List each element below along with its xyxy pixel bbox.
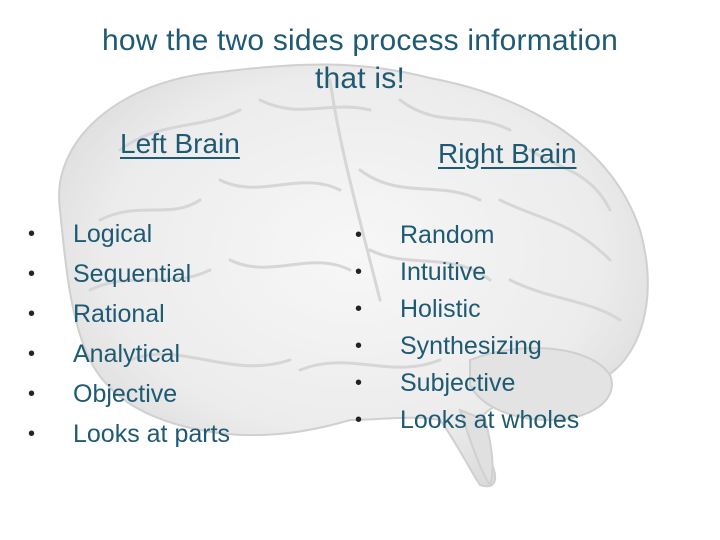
list-item: • Looks at wholes bbox=[355, 402, 580, 439]
bullet-icon: • bbox=[28, 423, 36, 445]
bullet-icon: • bbox=[355, 261, 363, 283]
bullet-icon: • bbox=[28, 383, 36, 405]
list-item: • Holistic bbox=[355, 291, 579, 328]
left-brain-list: •Logical•Sequential•Rational•Analytical•… bbox=[28, 214, 231, 454]
list-item-label: Looks at wholes bbox=[400, 406, 580, 434]
slide-title: how the two sides process information th… bbox=[0, 22, 720, 98]
bullet-icon: • bbox=[355, 372, 363, 394]
list-item: • Looks at parts bbox=[28, 414, 231, 454]
bullet-icon: • bbox=[355, 335, 363, 357]
list-item-label: Rational bbox=[73, 300, 165, 328]
list-item-label: Logical bbox=[73, 220, 153, 248]
title-line-1: how the two sides process information bbox=[102, 24, 618, 57]
list-item-label: Random bbox=[400, 221, 495, 249]
bullet-icon: • bbox=[355, 409, 363, 431]
list-item: • Intuitive bbox=[355, 254, 579, 291]
list-item: • Synthesizing bbox=[355, 328, 579, 365]
bullet-icon: • bbox=[355, 224, 363, 246]
list-item-label: Sequential bbox=[73, 260, 192, 288]
list-item: • Random bbox=[355, 217, 579, 254]
bullet-icon: • bbox=[28, 223, 36, 245]
right-brain-list: •Random•Intuitive•Holistic•Synthesizing•… bbox=[355, 217, 580, 439]
right-brain-heading: Right Brain bbox=[438, 138, 577, 169]
list-item-label: Intuitive bbox=[400, 258, 487, 286]
list-item-label: Looks at parts bbox=[73, 420, 231, 448]
list-item-label: Objective bbox=[73, 380, 178, 408]
list-item-label: Analytical bbox=[73, 340, 180, 368]
list-item: • Rational bbox=[28, 294, 230, 334]
left-brain-heading: Left Brain bbox=[120, 128, 240, 159]
title-line-2: that is! bbox=[315, 62, 405, 95]
list-item-label: Synthesizing bbox=[400, 332, 542, 360]
list-item-label: Subjective bbox=[400, 369, 516, 397]
list-item: • Logical bbox=[28, 214, 230, 254]
list-item: • Analytical bbox=[28, 334, 230, 374]
list-item: • Objective bbox=[28, 374, 230, 414]
bullet-icon: • bbox=[28, 263, 36, 285]
list-item-label: Holistic bbox=[400, 295, 481, 323]
bullet-icon: • bbox=[355, 298, 363, 320]
bullet-icon: • bbox=[28, 343, 36, 365]
bullet-icon: • bbox=[28, 303, 36, 325]
list-item: • Subjective bbox=[355, 365, 579, 402]
list-item: • Sequential bbox=[28, 254, 230, 294]
